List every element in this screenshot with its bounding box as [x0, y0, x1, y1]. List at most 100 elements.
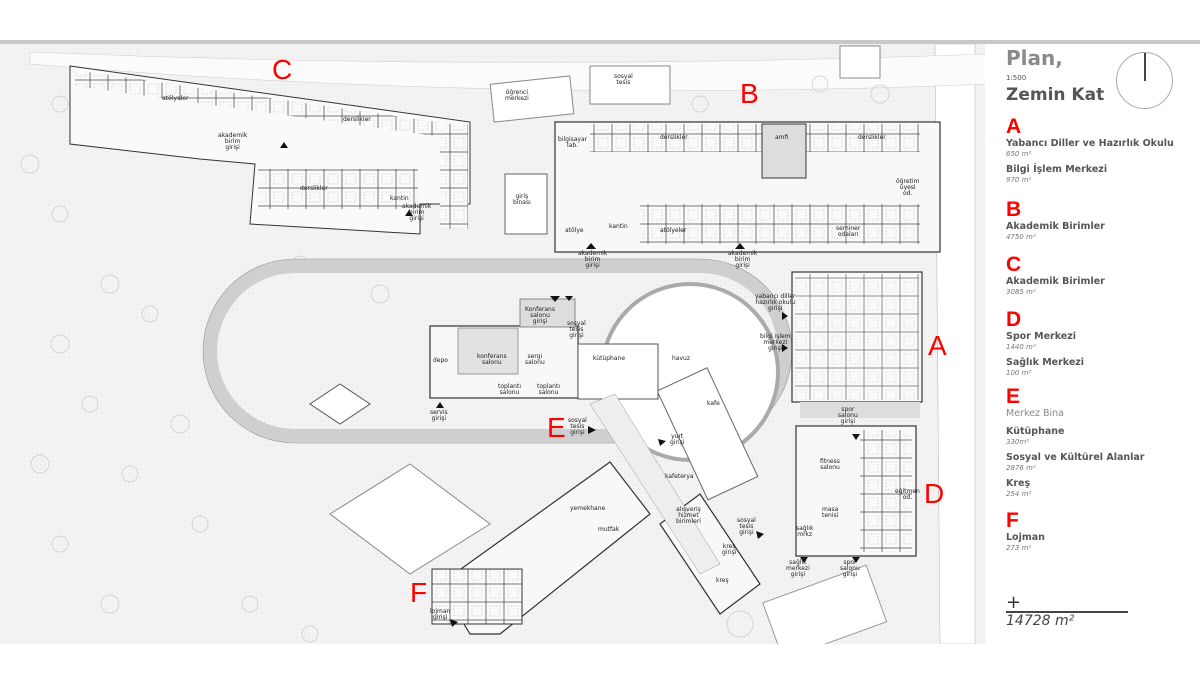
item-name: Akademik Birimler	[1006, 221, 1105, 232]
label-kres: kreş	[716, 577, 729, 584]
label-sosyal-tesis-girisi-2: sosyal tesis girişi	[568, 417, 587, 436]
kafe-building	[656, 367, 759, 501]
north-arrow-icon	[1116, 52, 1173, 109]
north-kiosk	[839, 45, 881, 79]
label-c-derslikler-2: derslikler	[300, 185, 328, 192]
label-sosyal-tesis: sosyal tesis	[614, 73, 633, 86]
label-mutfak: mutfak	[598, 526, 620, 533]
southeast-building	[762, 564, 888, 644]
legend-section-d: D Spor Merkezi 1440 m² Sağlık Merkezi 10…	[1006, 309, 1084, 383]
label-konferans-girisi: Konferans salonu girişi	[525, 306, 555, 325]
label-spor-salonu-girisi-1: spor salonu girişi	[838, 406, 858, 425]
label-kafe: kafe	[707, 400, 720, 407]
label-kres-girisi: kreş girişi	[722, 543, 737, 556]
zone-letter-f: F	[410, 577, 428, 608]
item-name: Sağlık Merkezi	[1006, 357, 1085, 368]
building-d-north-strip	[800, 402, 920, 418]
building-b-north-rooms	[590, 124, 920, 152]
zone-letter-a: A	[928, 330, 947, 361]
legend-section-a: A Yabancı Diller ve Hazırlık Okulu 650 m…	[1006, 116, 1174, 190]
label-b-atolye: atölye	[565, 227, 584, 234]
building-c-rooms	[75, 70, 465, 140]
item-name: Kütüphane	[1006, 426, 1065, 437]
label-havuz: havuz	[672, 355, 690, 362]
label-b-akademik-girisi-2: akademik birim girişi	[728, 250, 758, 269]
item-area: 254 m²	[1006, 490, 1032, 498]
section-letter: B	[1006, 198, 1022, 221]
item-area: 100 m²	[1006, 369, 1032, 377]
east-road	[934, 44, 976, 644]
top-border	[0, 40, 1200, 44]
label-servis-girisi: servis girişi	[430, 409, 448, 422]
label-bilgi-islem-girisi: bilgi işlem merkezi girişi	[760, 333, 791, 352]
label-yabanci-diller-girisi: yabancı diller hazırlık okulu girişi	[755, 293, 796, 312]
label-c-kantin: kantin	[390, 195, 409, 202]
southwest-building	[329, 463, 491, 575]
label-toplanti-1: toplantı salonu	[498, 383, 521, 396]
item-name: Akademik Birimler	[1006, 276, 1105, 287]
running-track	[203, 259, 792, 443]
label-c-atolyeler: atölyeler	[162, 95, 189, 102]
plan-title: Plan,	[1006, 46, 1063, 70]
konferans-seats	[457, 327, 519, 375]
label-saglik-girisi: sağlık merkezi girişi	[786, 559, 810, 578]
label-giris-binasi: giriş binası	[513, 193, 531, 206]
building-e-library	[577, 343, 659, 400]
label-saglik-mrkz: sağlık mrkz	[796, 525, 814, 538]
item-name: Bilgi İşlem Merkezi	[1006, 164, 1108, 175]
label-yemekhane: yemekhane	[570, 505, 606, 512]
plan-drawing	[0, 44, 985, 644]
label-sosyal-tesis-girisi-1: sosyal tesis girişi	[567, 320, 586, 339]
label-lojman-girisi: lojman girişi	[430, 608, 451, 621]
label-b-kantin: kantin	[609, 223, 628, 230]
central-axis	[589, 393, 721, 575]
label-b-akademik-girisi-1: akademik birim girişi	[578, 250, 608, 269]
item-name: Yabancı Diller ve Hazırlık Okulu	[1006, 138, 1174, 149]
item-area: 1440 m²	[1006, 343, 1036, 351]
total-divider	[1006, 611, 1128, 613]
label-c-akademik-girisi-2: akademik birim girişi	[402, 203, 432, 222]
section-letter: C	[1006, 253, 1022, 276]
section-letter: E	[1006, 385, 1021, 408]
section-letter: F	[1006, 509, 1019, 532]
item-area: 970 m²	[1006, 176, 1032, 184]
label-b-derslikler-2: derslikler	[858, 134, 886, 141]
label-egitmen: eğitmen od.	[895, 488, 920, 501]
zone-letter-e: E	[547, 412, 566, 443]
zone-letter-b: B	[740, 78, 759, 109]
legend-section-c: C Akademik Birimler 3085 m²	[1006, 254, 1105, 302]
label-yurt-girisi: yurt girişi	[670, 433, 685, 446]
zone-letter-c: C	[272, 54, 293, 85]
label-ogrenci-merkezi: öğrenci merkezi	[505, 89, 529, 102]
section-letter: D	[1006, 308, 1022, 331]
label-sergi-salonu: sergi salonu	[525, 353, 545, 366]
section-subtitle: Merkez Bina	[1006, 408, 1064, 419]
legend-section-e: E Merkez Bina Kütüphane 330m² Sosyal ve …	[1006, 386, 1144, 504]
label-c-derslikler-1: derslikler	[343, 116, 371, 123]
amfi	[761, 123, 807, 179]
item-name: Kreş	[1006, 478, 1031, 489]
plus-sign: +	[1006, 592, 1022, 613]
building-c-east-wing	[440, 124, 468, 229]
north-road	[29, 51, 985, 91]
label-konferans-salonu: konferans salonu	[477, 353, 507, 366]
pyramid-roof	[309, 383, 371, 425]
zone-letter-d: D	[924, 478, 945, 509]
label-toplanti-2: toplantı salonu	[537, 383, 560, 396]
konferans-giris	[519, 298, 576, 328]
label-b-atolyeler: atölyeler	[660, 227, 687, 234]
building-a-rooms	[795, 274, 919, 400]
building-f	[431, 568, 523, 625]
label-c-akademik-girisi-1: akademik birim girişi	[218, 132, 248, 151]
item-name: Sosyal ve Kültürel Alanlar	[1006, 452, 1145, 463]
label-masa-tenisi: masa tenisi	[822, 506, 839, 519]
label-b-seminer: seminer odaları	[836, 225, 861, 238]
item-area: 273 m²	[1006, 544, 1032, 552]
sosyal-tesis-building	[589, 65, 671, 105]
building-d-rooms	[860, 430, 912, 552]
label-b-ogretim-uyesi: öğretim üyesi od.	[896, 178, 920, 197]
plan-scale: 1:500	[1006, 74, 1027, 82]
section-letter: A	[1006, 115, 1022, 138]
label-sosyal-tesis-girisi-3: sosyal tesis girişi	[737, 517, 756, 536]
legend-section-f: F Lojman 273 m²	[1006, 510, 1045, 558]
